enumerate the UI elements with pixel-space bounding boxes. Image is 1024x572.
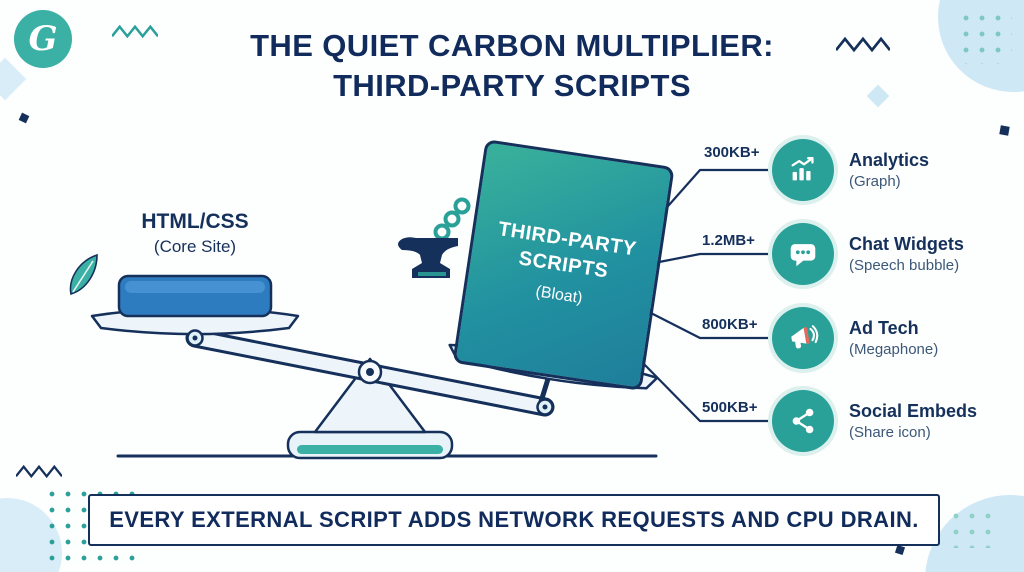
callout-size: 300KB+ bbox=[704, 144, 760, 161]
zigzag-decoration bbox=[16, 464, 62, 479]
anvil-icon bbox=[394, 192, 476, 291]
zigzag-decoration bbox=[836, 36, 890, 53]
callout-size: 500KB+ bbox=[702, 399, 758, 416]
third-party-scripts-box: THIRD-PARTY SCRIPTS (Bloat) bbox=[452, 139, 675, 391]
summary-banner: EVERY EXTERNAL SCRIPT ADDS NETWORK REQUE… bbox=[88, 494, 940, 546]
callout-label: Social Embeds bbox=[849, 401, 978, 422]
callout-sublabel: (Share icon) bbox=[849, 423, 931, 441]
megaphone-icon bbox=[791, 325, 819, 349]
scale-base-accent bbox=[297, 445, 443, 454]
speech-bubble-icon bbox=[790, 244, 816, 267]
brand-logo-letter: G bbox=[28, 19, 58, 59]
callout-icon-circle bbox=[772, 307, 834, 369]
left-weight-label: HTML/CSS (Core Site) bbox=[95, 210, 295, 257]
summary-banner-text: EVERY EXTERNAL SCRIPT ADDS NETWORK REQUE… bbox=[109, 507, 919, 532]
callout-sublabel: (Speech bubble) bbox=[849, 256, 960, 274]
callout-sublabel: (Graph) bbox=[849, 172, 901, 190]
callout-icon-circle bbox=[772, 139, 834, 201]
callout-label: Ad Tech bbox=[849, 318, 919, 339]
left-beam-joint-dot bbox=[192, 335, 198, 341]
callout-size: 800KB+ bbox=[702, 316, 758, 333]
page-title-line1: THE QUIET CARBON MULTIPLIER: bbox=[250, 28, 774, 63]
right-beam-joint-dot bbox=[542, 404, 548, 410]
callout-text: Social Embeds (Share icon) bbox=[849, 401, 977, 441]
page-title: THE QUIET CARBON MULTIPLIER: THIRD-PARTY… bbox=[0, 26, 1024, 105]
callout-sublabel: (Megaphone) bbox=[849, 340, 939, 358]
bar-chart-icon bbox=[791, 157, 814, 181]
box-sublabel: (Bloat) bbox=[534, 282, 584, 307]
scale-pivot-dot bbox=[366, 368, 374, 376]
feather-icon bbox=[64, 252, 102, 303]
callout-text: Analytics (Graph) bbox=[849, 150, 929, 190]
square-decoration bbox=[18, 112, 30, 124]
core-site-block-highlight bbox=[125, 281, 265, 293]
zigzag-decoration bbox=[112, 24, 158, 39]
callout-row: Ad Tech (Megaphone) bbox=[772, 307, 938, 369]
page-title-line2: THIRD-PARTY SCRIPTS bbox=[333, 67, 691, 103]
square-decoration bbox=[999, 125, 1010, 136]
callout-size: 1.2MB+ bbox=[702, 232, 755, 249]
dots-pattern bbox=[958, 10, 1012, 64]
callout-text: Ad Tech (Megaphone) bbox=[849, 318, 938, 358]
scale-fulcrum bbox=[313, 357, 427, 434]
callout-label: Chat Widgets bbox=[849, 234, 964, 255]
callout-row: Analytics (Graph) bbox=[772, 139, 929, 201]
callout-row: Chat Widgets (Speech bubble) bbox=[772, 223, 964, 285]
callout-label: Analytics bbox=[849, 150, 930, 171]
left-weight-subtitle: (Core Site) bbox=[153, 237, 237, 256]
callout-icon-circle bbox=[772, 390, 834, 452]
callout-row: Social Embeds (Share icon) bbox=[772, 390, 977, 452]
share-icon bbox=[792, 408, 814, 434]
left-weight-title: HTML/CSS bbox=[141, 210, 249, 233]
callout-icon-circle bbox=[772, 223, 834, 285]
callout-text: Chat Widgets (Speech bubble) bbox=[849, 234, 964, 274]
square-decoration bbox=[894, 544, 906, 556]
brand-logo: G bbox=[14, 10, 72, 68]
dots-pattern bbox=[948, 508, 1000, 548]
